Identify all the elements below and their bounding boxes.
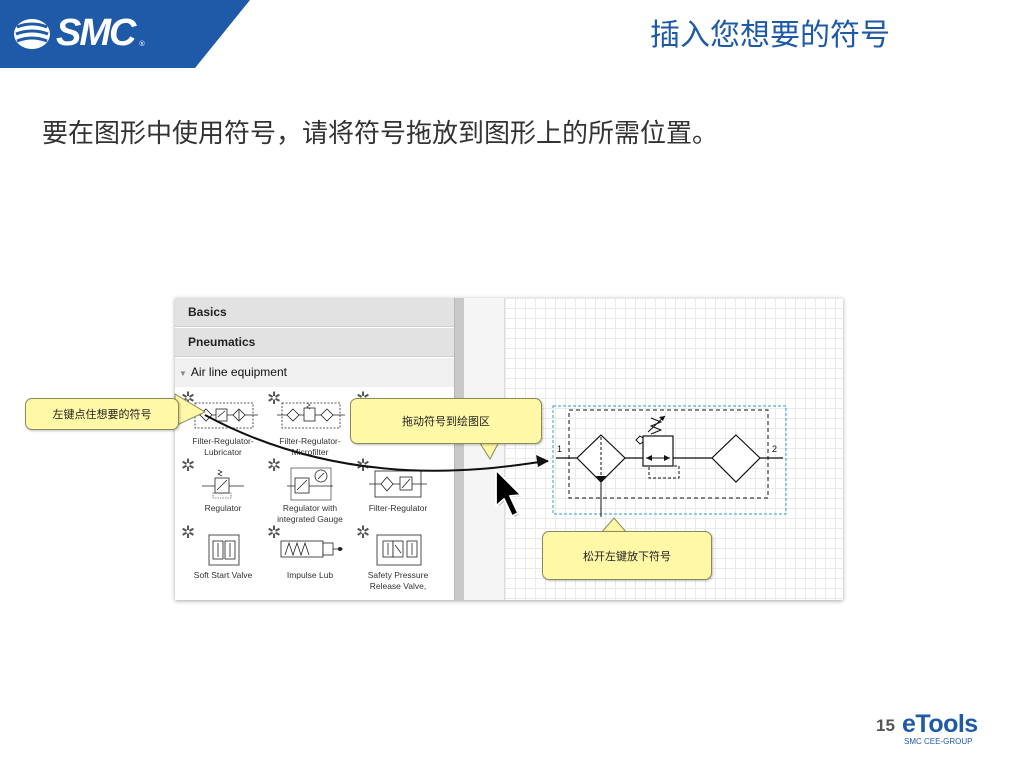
regulator-gauge-symbol-icon [287, 467, 333, 501]
safety-pressure-release-valve-symbol-icon [376, 534, 422, 566]
filter-regulator-lubricator-symbol-icon [190, 402, 258, 429]
soft-start-valve-symbol-icon [208, 534, 240, 566]
symbol-label-line-1: Filter-Regulator [368, 503, 428, 513]
symbol-label-line-1: Filter-Regulator- [192, 436, 254, 446]
canvas-margin [464, 298, 505, 600]
gear-icon: ✲ [181, 456, 196, 476]
slide-instruction: 要在图形中使用符号，请将符号拖放到图形上的所需位置。 [42, 119, 719, 149]
symbol-label-line-2: integrated Gauge [277, 514, 343, 524]
brand-band [0, 0, 250, 68]
gear-icon: ✲ [356, 523, 371, 543]
symbol-label: Soft Start Valve [180, 570, 266, 581]
symbol-label-line-1: Filter-Regulator- [279, 436, 341, 446]
symbol-label-line-2: Lubricator [204, 447, 242, 457]
symbol-label-line-1: Regulator [204, 503, 242, 513]
callout-release-symbol: 松开左键放下符号 [542, 531, 712, 580]
symbol-label-line-1: Soft Start Valve [193, 570, 253, 580]
group-label: Air line equipment [190, 365, 287, 379]
slide-title: 插入您想要的符号 [650, 18, 890, 53]
gear-icon: ✲ [181, 523, 196, 543]
filter-regulator-microfilter-symbol-icon [277, 402, 345, 429]
symbol-label: Filter-Regulator [355, 503, 441, 514]
smc-swoosh-icon [14, 18, 50, 49]
symbol-label-line-1: Impulse Lub [286, 570, 334, 580]
symbol-label: Filter-Regulator-Lubricator [180, 436, 266, 458]
symbol-label: Impulse Lub [267, 570, 353, 581]
etools-subtitle: SMC CEE-GROUP [904, 737, 973, 746]
callout-drag-symbol: 拖动符号到绘图区 [350, 398, 542, 444]
symbol-label-line-2: Release Valve, [369, 581, 427, 591]
smc-logo-text: SMC [56, 12, 136, 54]
regulator-symbol-icon [202, 469, 244, 499]
symbol-label: Regulator [180, 503, 266, 514]
impulse-lub-symbol-icon [280, 540, 343, 558]
smc-logo: SMC ® [12, 12, 145, 55]
registered-mark: ® [138, 39, 146, 48]
page-number: 15 [876, 716, 895, 735]
symbol-library-panel: Basics Pneumatics ▼Air line equipment ✲ … [175, 298, 454, 600]
group-air-line-equipment[interactable]: ▼Air line equipment [175, 358, 454, 387]
gear-icon: ✲ [267, 523, 282, 543]
symbol-label-line-1: Safety Pressure [367, 570, 429, 580]
symbol-label-line-1: Regulator with [282, 503, 338, 513]
etools-logo: eTools [902, 710, 978, 738]
section-header-pneumatics[interactable]: Pneumatics [175, 328, 454, 357]
symbol-label: Filter-Regulator-Microfilter [267, 436, 353, 458]
gear-icon: ✲ [267, 389, 282, 409]
disclosure-triangle-icon[interactable]: ▼ [179, 369, 187, 378]
symbol-label-line-2: Microfilter [291, 447, 329, 457]
callout-grab-symbol: 左键点住想要的符号 [25, 398, 179, 430]
filter-regulator-symbol-icon [369, 470, 427, 498]
section-header-basics[interactable]: Basics [175, 298, 454, 327]
app-screenshot: Basics Pneumatics ▼Air line equipment ✲ … [175, 298, 843, 600]
